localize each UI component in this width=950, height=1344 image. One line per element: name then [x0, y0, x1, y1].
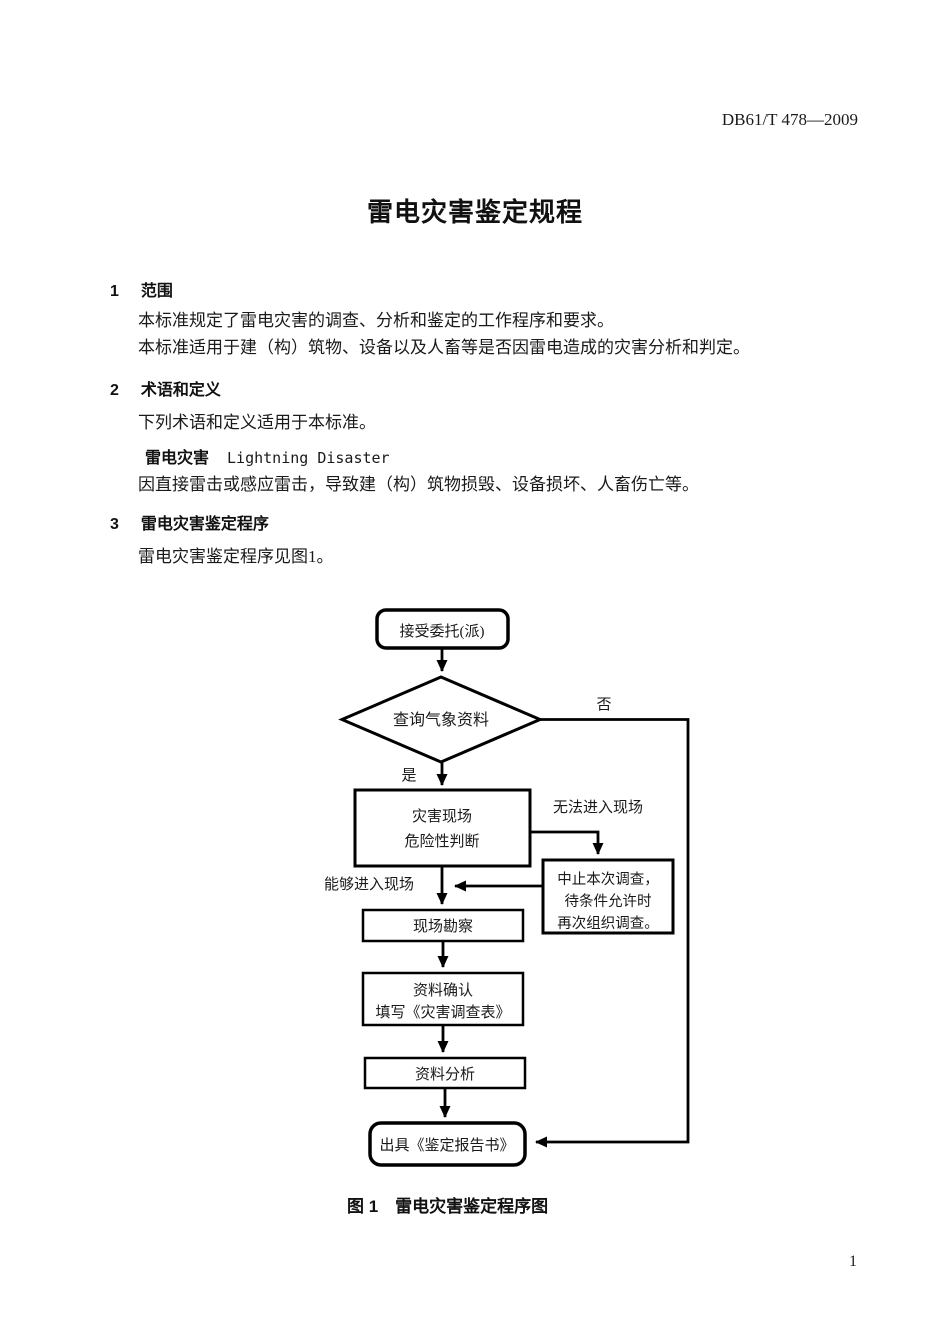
node-data-confirm-label-1: 资料确认	[413, 982, 473, 999]
paragraph: 本标准规定了雷电灾害的调查、分析和鉴定的工作程序和要求。	[138, 311, 614, 330]
label-yes: 是	[401, 768, 416, 784]
node-site-survey-label: 现场勘察	[413, 917, 473, 935]
node-hazard-judgement	[353, 788, 532, 868]
figure-caption: 图 1 雷电灾害鉴定程序图	[347, 1197, 549, 1216]
term-definition-text: 因直接雷击或感应雷击，导致建（构）筑物损毁、设备损坏、人畜伤亡等。	[138, 475, 699, 494]
node-decision-label: 查询气象资料	[393, 711, 489, 729]
node-site-survey	[361, 908, 525, 943]
term-definition-line: 雷电灾害 Lightning Disaster	[145, 444, 390, 468]
node-start	[375, 608, 510, 650]
document-title: 雷电灾害鉴定规程	[366, 197, 583, 227]
section-1-number: 1	[110, 283, 119, 300]
flowchart-figure: 接受委托(派) 查询气象资料 灾害现场 危险性判断 中止本次调查， 待条件允许时…	[324, 608, 690, 1167]
label-can-enter: 能够进入现场	[324, 876, 414, 893]
arrow-decision-no-to-report	[535, 718, 690, 1148]
section-3-body: 雷电灾害鉴定程序见图1。	[138, 547, 334, 566]
node-suspend-survey	[541, 858, 675, 935]
section-1-heading: 1 范围	[110, 277, 173, 301]
standard-code: DB61/T 478—2009	[721, 110, 858, 129]
label-cannot-enter: 无法进入现场	[553, 799, 643, 816]
node-data-confirm	[361, 971, 525, 1027]
section-3-title: 雷电灾害鉴定程序	[140, 516, 269, 533]
node-data-confirm-label-2: 填写《灾害调查表》	[375, 1004, 510, 1021]
term-english: Lightning Disaster	[227, 449, 390, 467]
node-issue-report	[368, 1121, 527, 1167]
section-1-title: 范围	[140, 283, 173, 300]
section-3-number: 3	[110, 516, 119, 533]
node-data-analysis	[363, 1056, 527, 1090]
term-chinese: 雷电灾害	[145, 450, 210, 467]
node-start-label: 接受委托(派)	[400, 623, 485, 640]
section-2-intro: 下列术语和定义适用于本标准。	[138, 413, 376, 432]
node-suspend-label-2: 待条件允许时	[565, 893, 652, 910]
node-issue-report-label: 出具《鉴定报告书》	[379, 1137, 514, 1154]
node-hazard-label-1: 灾害现场	[412, 808, 472, 825]
node-suspend-label-1: 中止本次调查，	[557, 871, 659, 888]
section-1-body: 本标准规定了雷电灾害的调查、分析和鉴定的工作程序和要求。 本标准适用于建（构）筑…	[138, 308, 880, 361]
node-data-analysis-label: 资料分析	[415, 1066, 475, 1083]
paragraph: 本标准适用于建（构）筑物、设备以及人畜等是否因雷电造成的灾害分析和判定。	[138, 337, 750, 357]
page-number: 1	[849, 1253, 857, 1270]
label-no: 否	[596, 697, 611, 713]
section-3-heading: 3 雷电灾害鉴定程序	[110, 510, 269, 534]
arrow-hazard-to-suspend	[530, 830, 604, 855]
node-suspend-label-3: 再次组织调查。	[557, 915, 659, 932]
node-decision	[338, 675, 544, 764]
section-2-title: 术语和定义	[140, 382, 221, 399]
section-2-heading: 2 术语和定义	[110, 376, 221, 400]
node-hazard-label-2: 危险性判断	[404, 833, 479, 850]
section-2-number: 2	[110, 382, 119, 399]
